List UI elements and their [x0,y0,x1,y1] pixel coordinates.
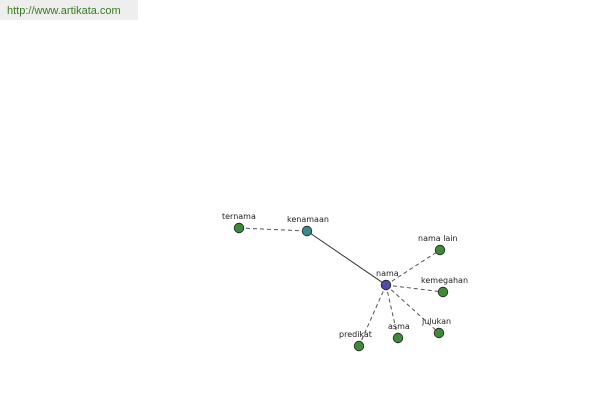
graph-labels: ternama kenamaan nama nama lain kemegahan jul… [222,212,468,339]
edge-kenamaan-nama [306,230,387,286]
edge-nama-julukan [385,284,440,334]
node-label-ternama[interactable]: ternama [222,212,256,221]
node-kenamaan[interactable] [301,225,313,237]
edge-nama-asma [385,284,399,339]
node-label-kemegahan[interactable]: kemegahan [421,276,468,285]
node-julukan[interactable] [433,327,445,339]
node-label-asma[interactable]: asma [388,322,410,331]
edge-nama-nama_lain [385,249,441,286]
edge-ternama-kenamaan [238,227,308,232]
graph-nodes [233,222,449,352]
edge-nama-kemegahan [385,284,444,293]
node-asma[interactable] [392,332,404,344]
node-label-kenamaan[interactable]: kenamaan [287,215,329,224]
node-ternama[interactable] [233,222,245,234]
node-label-nama[interactable]: nama [376,269,399,278]
node-kemegahan[interactable] [437,286,449,298]
node-label-predikat[interactable]: predikat [339,330,372,339]
node-label-julukan[interactable]: julukan [421,317,451,326]
node-nama[interactable] [380,279,392,291]
source-url-banner[interactable]: http://www.artikata.com [0,0,138,20]
graph-edges [238,227,444,347]
node-predikat[interactable] [353,340,365,352]
node-nama_lain[interactable] [434,244,446,256]
node-label-nama_lain[interactable]: nama lain [418,234,458,243]
